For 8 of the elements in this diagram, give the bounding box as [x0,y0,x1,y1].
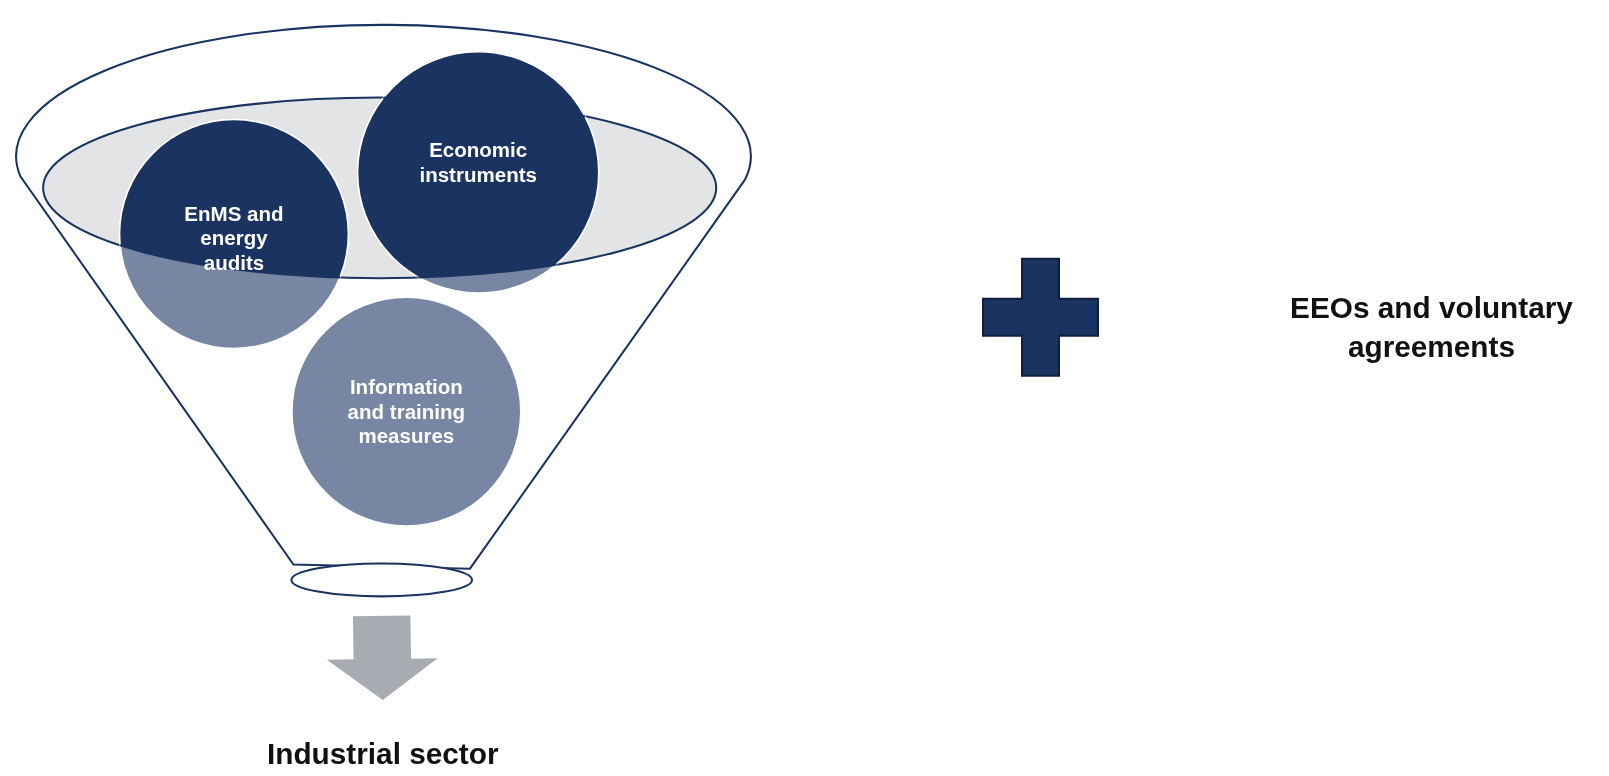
heading-text: EEOs and voluntary agreements [1289,290,1574,366]
block-arrow [326,615,438,701]
circle-shape [356,50,601,295]
circle-label: Economic instruments [418,137,538,187]
circle-shape [290,295,523,528]
heading-text: Industrial sector [266,736,500,772]
circle-label: Information and training measures [346,374,467,449]
circle-label: EnMS and energy audits [183,201,285,276]
